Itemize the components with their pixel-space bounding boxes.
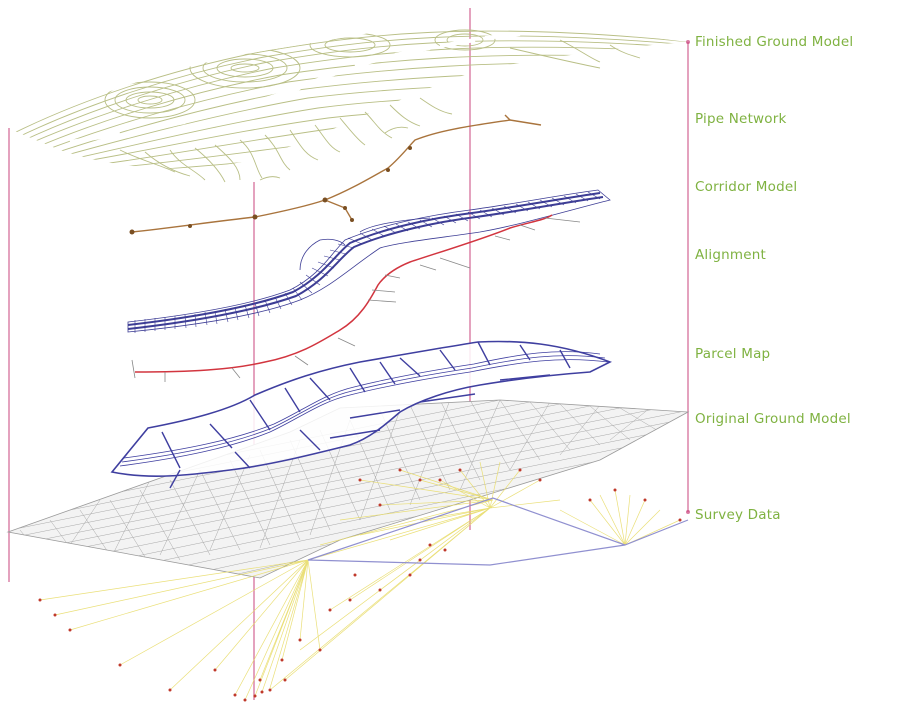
parcel-map <box>110 340 612 489</box>
label-ticks <box>686 40 690 514</box>
alignment <box>131 214 581 382</box>
label-corridor-model: Corridor Model <box>695 179 798 195</box>
finished-ground-contours <box>12 29 688 169</box>
label-pipe-network: Pipe Network <box>695 111 787 127</box>
label-parcel-map: Parcel Map <box>695 346 771 362</box>
contour-tails <box>119 39 641 183</box>
label-survey-data: Survey Data <box>695 507 781 523</box>
label-alignment: Alignment <box>695 247 766 263</box>
pipe-network <box>129 114 542 235</box>
frame-lines <box>8 8 689 700</box>
label-original-ground-model: Original Ground Model <box>695 411 851 427</box>
corridor-model <box>127 189 611 333</box>
label-finished-ground-model: Finished Ground Model <box>695 34 854 50</box>
survey-data <box>38 461 689 702</box>
